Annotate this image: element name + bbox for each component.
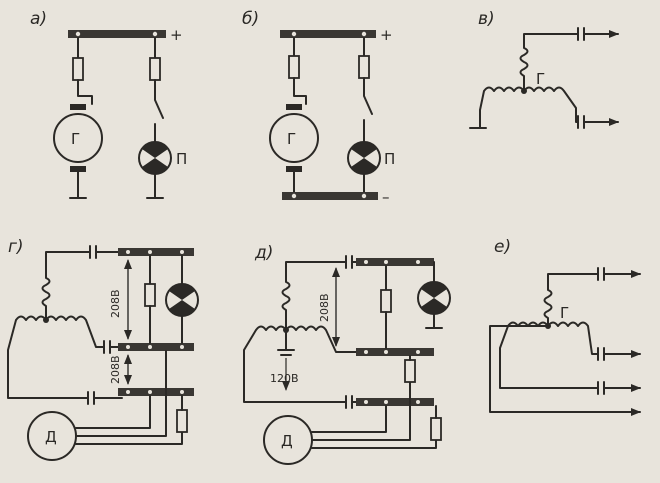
panel-d-bus-top [356,258,434,266]
panel-g-label: г) [8,237,24,257]
panel-a: а) + Г П [30,9,187,199]
panel-b: б) + Г П – [242,9,395,206]
panel-d-label: д) [254,243,273,263]
panel-e: е) Г [489,237,641,416]
panel-g-bus-top [118,248,194,256]
panel-b-positive-bus [280,30,376,38]
panel-a-fuse-right [149,57,161,81]
panel-b-label: б) [242,9,259,29]
panel-b-plus-sign: + [380,26,393,44]
panel-b-generator-symbol: Г [287,130,296,148]
panel-v-label: в) [478,9,495,29]
panel-a-plus-sign: + [170,26,183,44]
panel-a-positive-bus [68,30,166,38]
panel-d-voltage-top: 208В [318,293,331,322]
panel-d-bus-bottom [356,398,434,406]
panel-a-generator-symbol: Г [71,130,80,148]
panel-d-bus-middle [356,348,434,356]
panel-b-minus-sign: – [382,188,390,206]
panel-d-motor-symbol: Д [281,432,293,450]
panel-g-fuse-load [144,283,156,307]
panel-g-fuse-motor [176,409,188,433]
panel-a-generator [53,113,103,163]
panel-e-generator-symbol: Г [560,304,569,322]
panel-a-lamp-symbol: П [176,150,187,168]
panel-v: в) Г [469,9,619,129]
panel-b-lamp-symbol: П [384,150,395,168]
panel-d-fuse-load [380,289,392,313]
panel-g-voltage-top: 208В [109,289,122,318]
panel-d-lamp [417,281,451,315]
panel-a-label: а) [30,9,47,29]
panel-b-lamp [347,141,381,175]
panel-a-fuse-left [72,57,84,81]
panel-b-fuse-right [358,55,370,79]
panel-d-fuse-middle [404,359,416,383]
panel-d-voltage-bottom: 120В [270,372,299,385]
panel-b-generator [269,113,319,163]
panel-d: д) 120В 208В Д [243,243,451,465]
panel-d-fuse-motor [430,417,442,441]
panel-g: г) 208В 208В Д [7,237,199,461]
panel-g-bus-bottom [118,388,194,396]
panel-g-bus-middle [118,343,194,351]
panel-g-motor-symbol: Д [45,428,57,446]
panel-a-lamp [138,141,172,175]
panel-b-fuse-left [288,55,300,79]
panel-g-voltage-bottom: 208В [109,355,122,384]
panel-e-label: е) [494,237,511,257]
panel-g-lamp [165,283,199,317]
panel-b-negative-bus [282,192,378,200]
panel-v-generator-symbol: Г [536,70,545,88]
